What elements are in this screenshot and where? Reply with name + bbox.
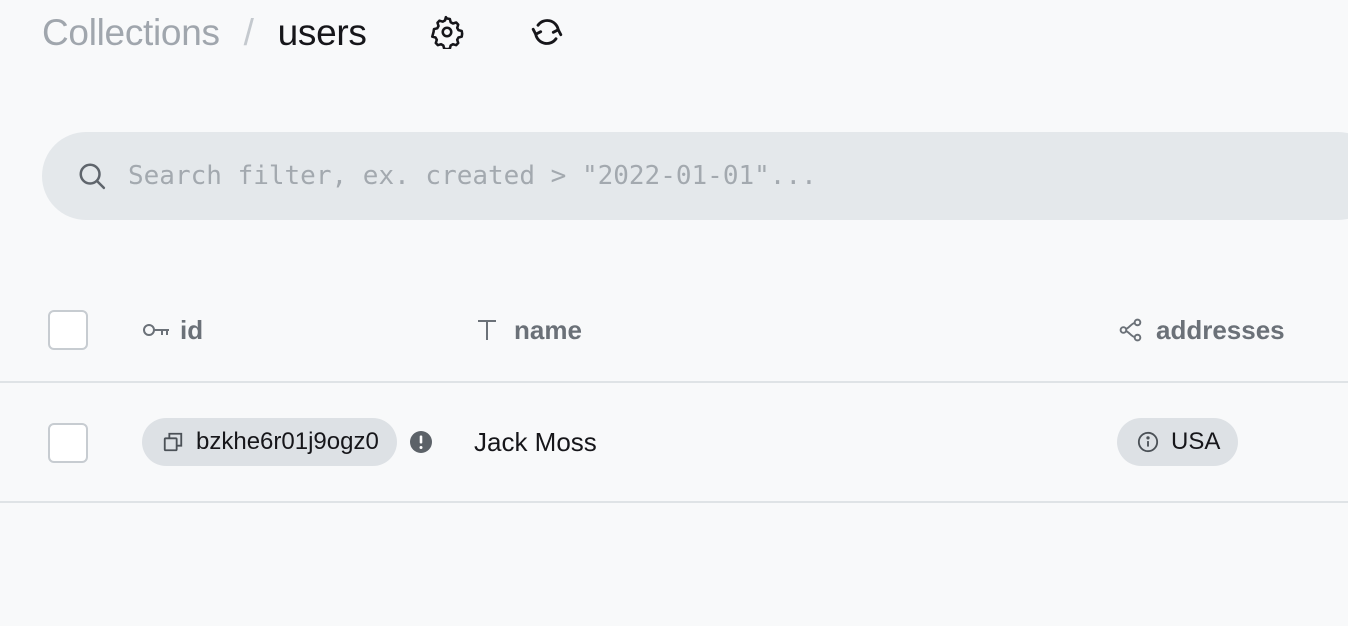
search-bar	[42, 132, 1348, 220]
address-label: USA	[1171, 428, 1221, 455]
records-table: id name	[0, 276, 1348, 503]
collection-settings-button[interactable]	[427, 12, 467, 52]
column-header-name-label: name	[514, 314, 582, 345]
select-all-checkbox[interactable]	[48, 310, 88, 350]
column-header-addresses[interactable]: addresses	[1118, 310, 1285, 350]
table-row[interactable]: bzkhe6r01j9ogz0 Jack Moss	[0, 383, 1348, 503]
text-type-icon	[476, 318, 498, 342]
breadcrumb-collections-link[interactable]: Collections	[42, 12, 220, 53]
record-name-text: Jack Moss	[474, 426, 597, 457]
warning-icon[interactable]	[409, 430, 433, 454]
breadcrumb-separator: /	[243, 12, 254, 53]
key-icon	[142, 320, 170, 340]
relation-icon	[1118, 317, 1144, 343]
gear-icon	[430, 15, 464, 49]
refresh-button[interactable]	[527, 12, 567, 52]
copy-id-button[interactable]: bzkhe6r01j9ogz0	[142, 418, 397, 466]
column-header-id[interactable]: id	[142, 310, 203, 350]
record-id-text: bzkhe6r01j9ogz0	[196, 428, 379, 455]
column-header-id-label: id	[180, 314, 204, 345]
row-select-checkbox[interactable]	[48, 423, 88, 463]
search-input[interactable]	[126, 145, 1348, 207]
cell-addresses: USA	[1117, 418, 1239, 466]
address-relation-chip[interactable]: USA	[1117, 418, 1239, 466]
info-icon	[1137, 431, 1159, 453]
copy-icon	[162, 431, 184, 453]
page-title: users	[277, 12, 367, 53]
search-icon	[76, 160, 108, 192]
column-header-addresses-label: addresses	[1156, 314, 1285, 345]
table-header-row: id name	[0, 276, 1348, 383]
cell-id: bzkhe6r01j9ogz0	[142, 418, 433, 466]
column-header-name[interactable]: name	[476, 310, 582, 350]
breadcrumb: Collections / users	[42, 10, 367, 56]
cell-name: Jack Moss	[474, 418, 597, 466]
refresh-icon	[529, 14, 565, 50]
